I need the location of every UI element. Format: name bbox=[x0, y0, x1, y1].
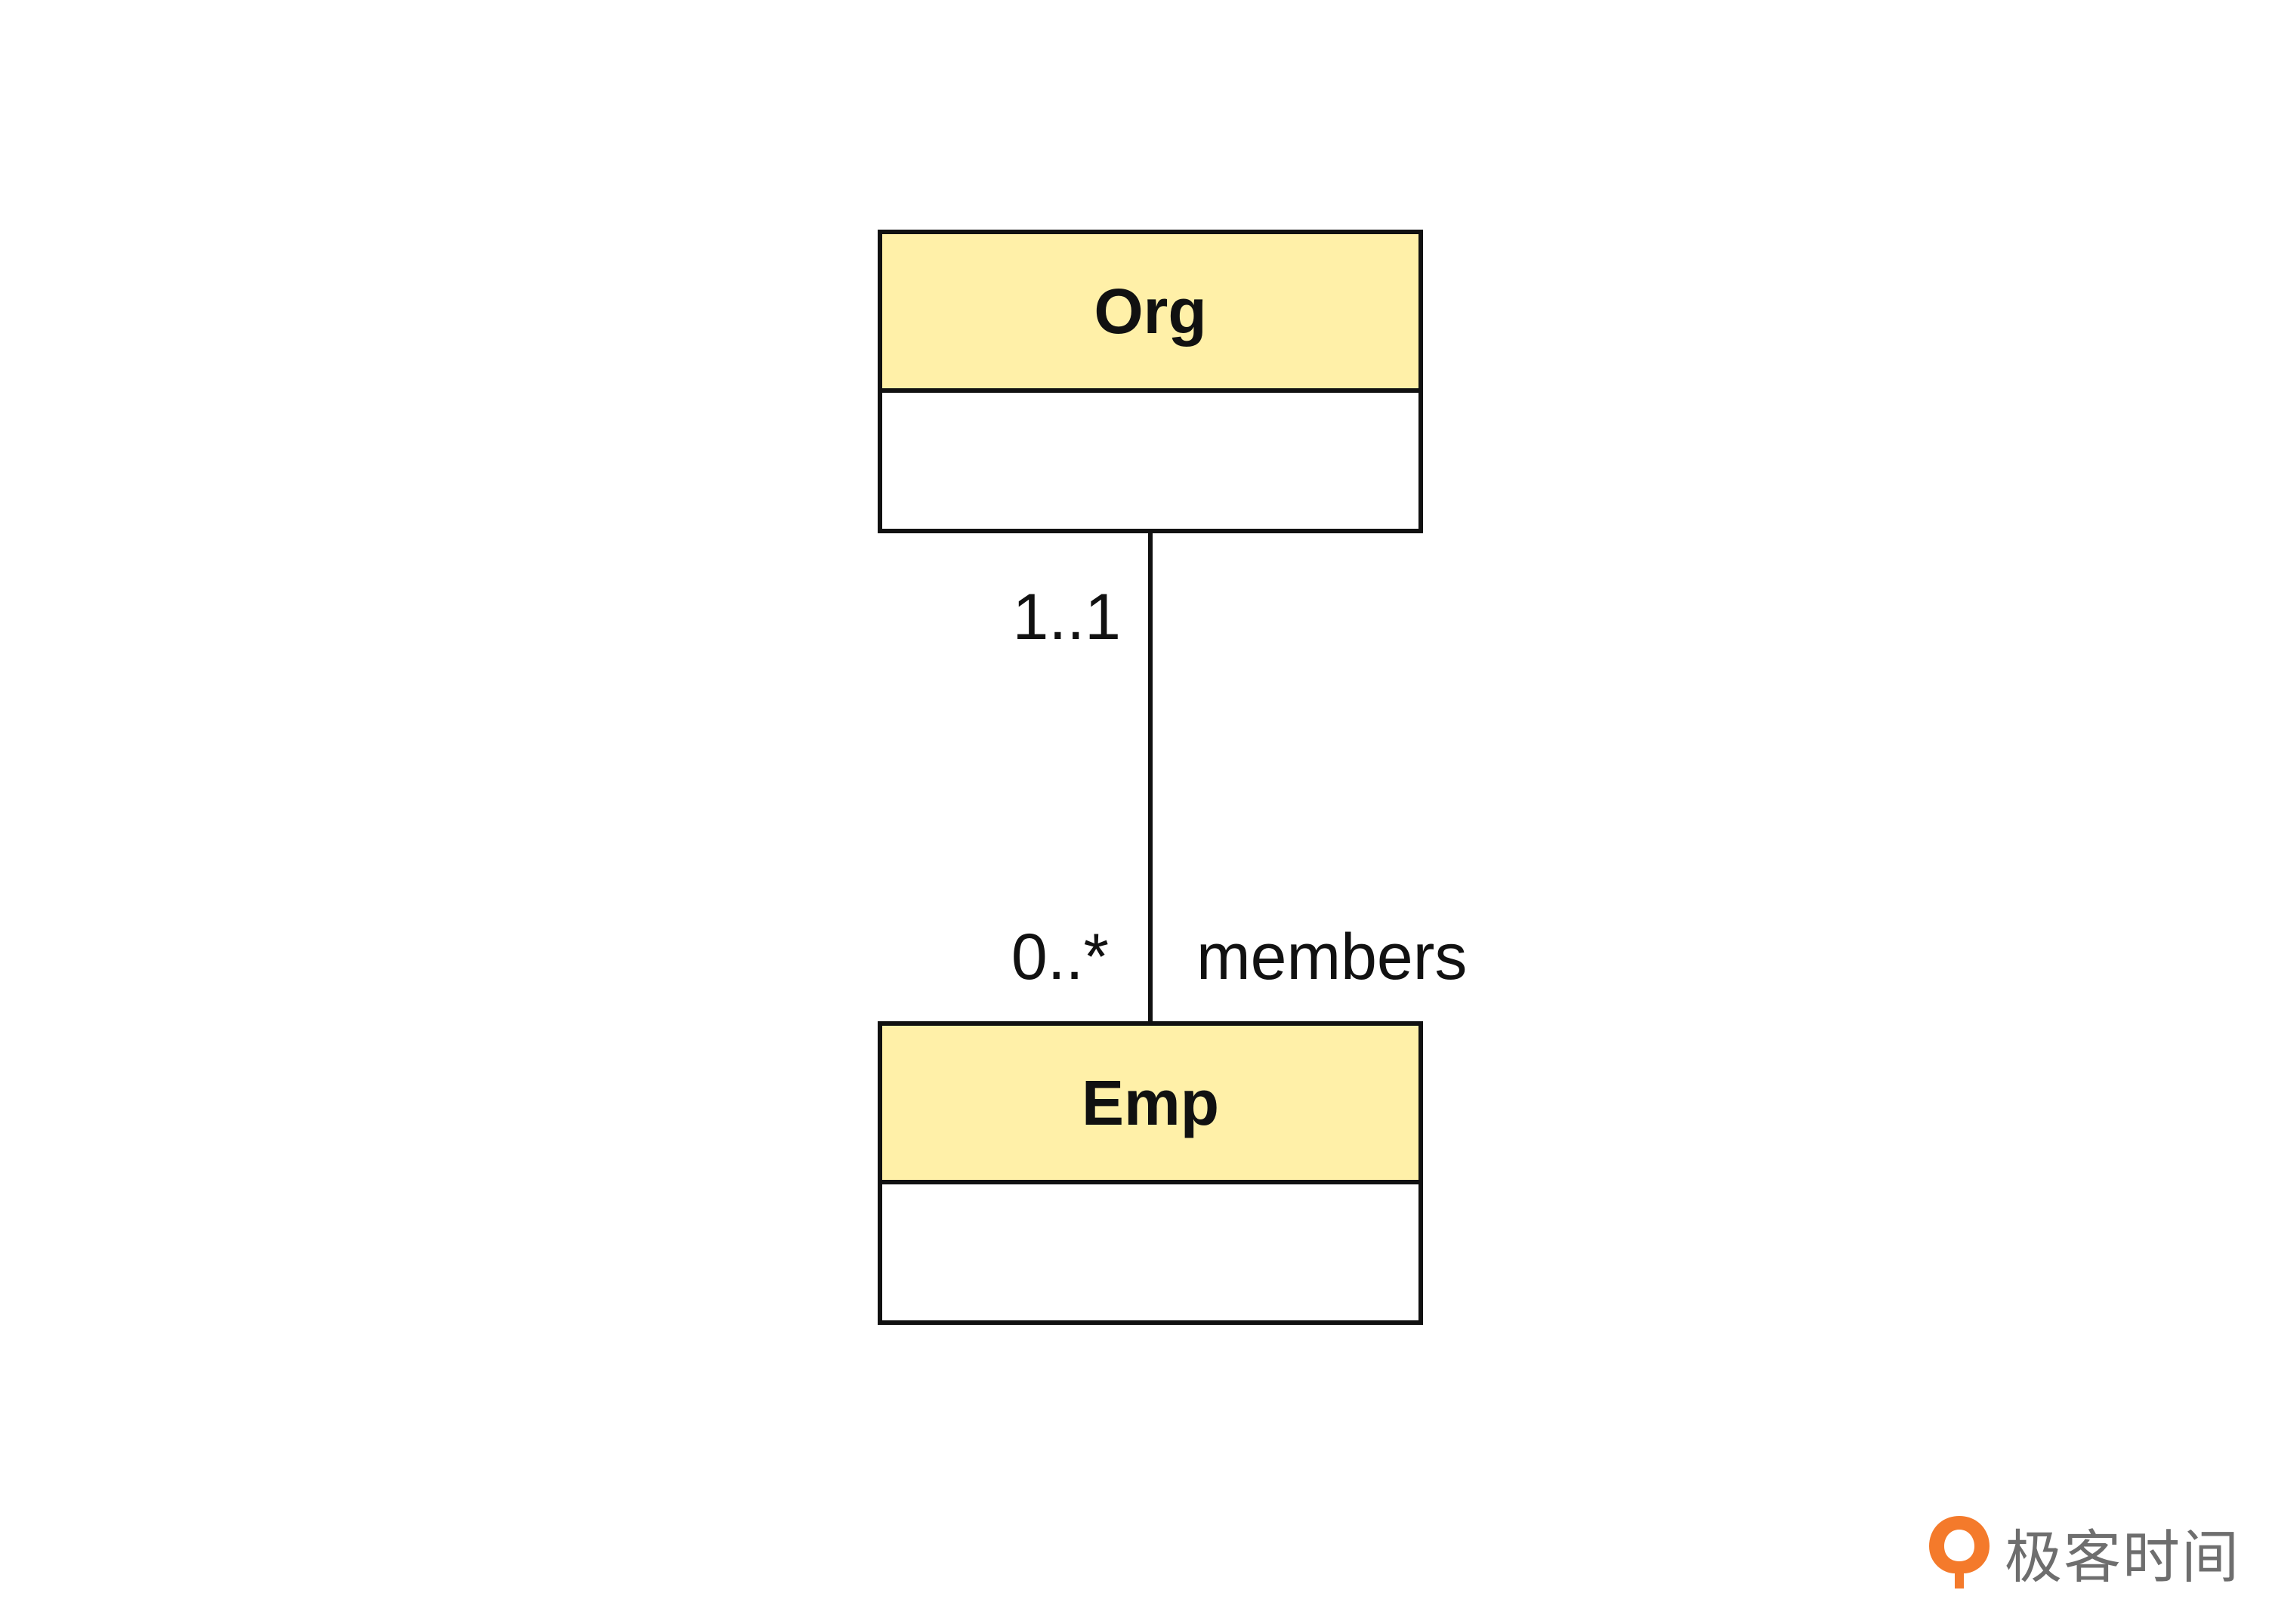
watermark: 极客时间 bbox=[1925, 1511, 2240, 1594]
emp-class-box: Emp bbox=[878, 1021, 1423, 1325]
org-multiplicity-label: 1..1 bbox=[1012, 581, 1121, 653]
org-class-header: Org bbox=[882, 234, 1418, 393]
org-class-box: Org bbox=[878, 230, 1423, 533]
association-line bbox=[1148, 533, 1153, 1021]
emp-class-header: Emp bbox=[882, 1026, 1418, 1184]
watermark-text: 极客时间 bbox=[2005, 1524, 2240, 1591]
emp-class-attributes-compartment bbox=[882, 1184, 1418, 1320]
org-class-attributes-compartment bbox=[882, 393, 1418, 529]
emp-multiplicity-label: 0..* bbox=[1011, 921, 1109, 993]
org-class-name: Org bbox=[1094, 275, 1207, 347]
members-role-label: members bbox=[1196, 921, 1468, 993]
geektime-logo-icon bbox=[1925, 1513, 1994, 1592]
emp-class-name: Emp bbox=[1081, 1067, 1220, 1138]
